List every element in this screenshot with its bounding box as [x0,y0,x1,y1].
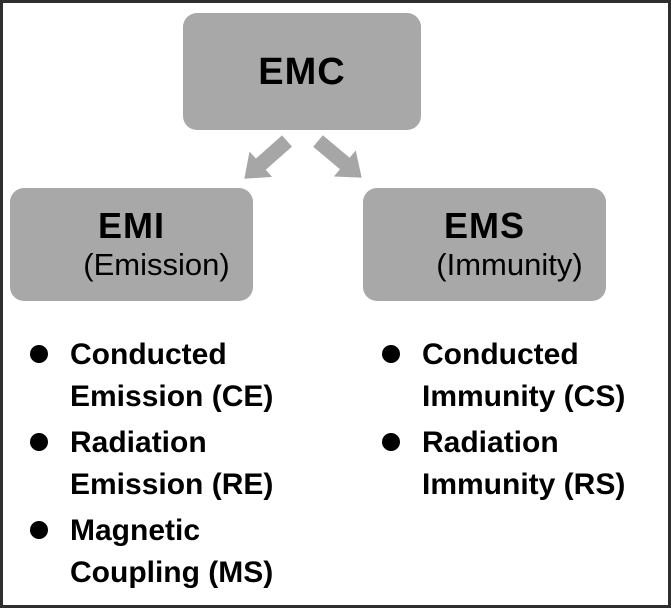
list-item: Conducted Immunity (CS) [382,334,671,418]
list-item: Magnetic Coupling (MS) [30,510,350,594]
bullet-icon [382,345,400,363]
bullet-icon [382,433,400,451]
node-emc: EMC [183,13,421,130]
node-ems-subtitle: (Immunity) [436,246,583,282]
list-item-line: Immunity (CS) [422,380,626,413]
list-item-line: Emission (RE) [70,468,274,501]
list-item: Radiation Immunity (RS) [382,422,671,506]
list-item-line: Emission (CE) [70,380,274,413]
list-item: Radiation Emission (RE) [30,422,350,506]
node-ems-title: EMS [443,204,525,246]
list-item-text: Radiation Emission (RE) [70,422,273,506]
bullet-icon [30,521,48,539]
list-item-line: Conducted [70,338,227,371]
list-item-text: Magnetic Coupling (MS) [70,510,273,594]
emi-bullet-list: Conducted Emission (CE) Radiation Emissi… [30,334,350,598]
list-item-line: Immunity (RS) [422,468,626,501]
list-item-line: Radiation [422,426,559,459]
list-item-line: Radiation [70,426,207,459]
list-item-text: Conducted Immunity (CS) [422,334,625,418]
node-emi-title: EMI [97,204,165,246]
list-item-text: Conducted Emission (CE) [70,334,273,418]
node-ems: EMS (Immunity) [363,188,606,301]
list-item-line: Magnetic [70,514,201,547]
arrow-down-left-icon [244,135,292,179]
list-item: Conducted Emission (CE) [30,334,350,418]
node-emi-subtitle: (Emission) [83,246,230,282]
list-item-line: Conducted [422,338,579,371]
list-item-line: Coupling (MS) [70,556,274,589]
branch-arrows [244,135,362,179]
list-item-text: Radiation Immunity (RS) [422,422,625,506]
node-emc-title: EMC [258,50,346,93]
bullet-icon [30,345,48,363]
bullet-icon [30,433,48,451]
node-emi: EMI (Emission) [10,188,253,301]
arrow-down-right-icon [313,135,362,178]
ems-bullet-list: Conducted Immunity (CS) Radiation Immuni… [382,334,671,510]
